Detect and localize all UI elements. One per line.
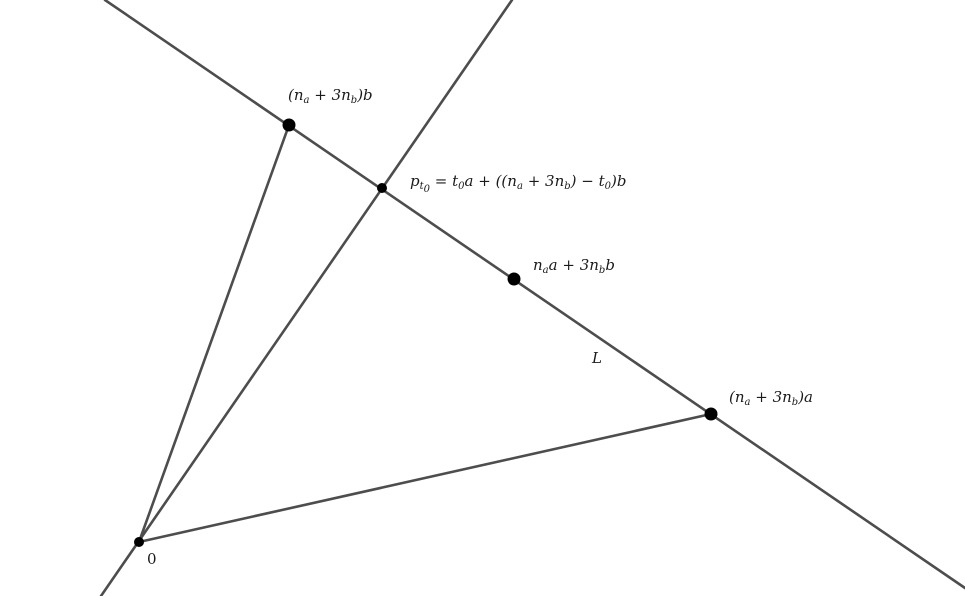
segment-origin-to-b-point: [137, 123, 291, 544]
segment-origin-to-a-point: [137, 412, 713, 544]
label-a-point: (na + 3nb)a: [729, 388, 813, 408]
label-mid-point: naa + 3nbb: [533, 256, 615, 276]
label-line-L: L: [592, 349, 602, 367]
line-L: [103, 0, 965, 590]
point-b: [282, 118, 296, 132]
point-origin: [134, 537, 144, 547]
label-b-point: (na + 3nb)b: [288, 86, 373, 106]
point-a: [704, 407, 718, 421]
point-mid: [507, 272, 521, 286]
point-p-t0: [377, 183, 387, 193]
line-origin-to-pt0: [99, 0, 514, 596]
label-p-t0: pt0 = t0a + ((na + 3nb) − t0)b: [410, 172, 627, 195]
label-origin: 0: [147, 550, 157, 568]
